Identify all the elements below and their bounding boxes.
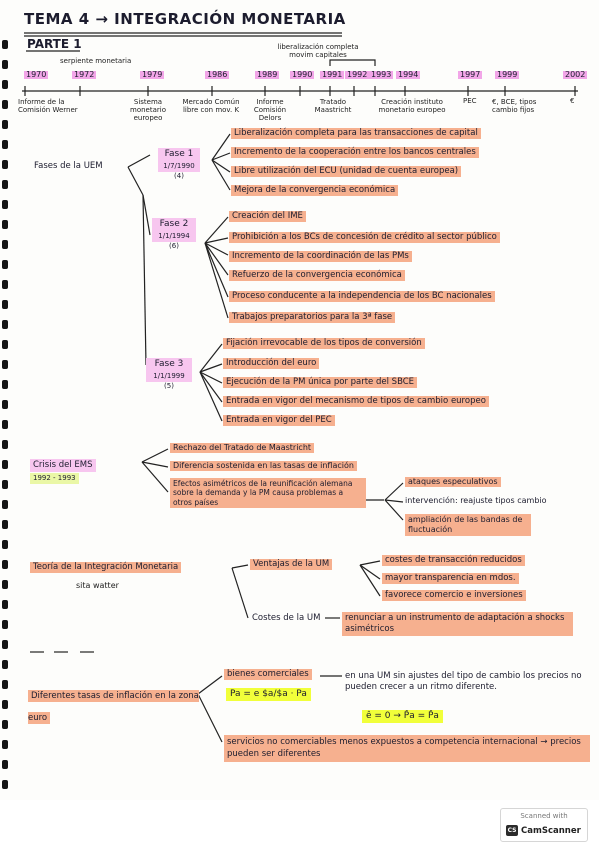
timeline-year: 1993 <box>369 70 394 79</box>
timeline-year: 1970 <box>24 70 49 79</box>
phase-item: Trabajos preparatorios para la 3ª fase <box>229 312 396 323</box>
crisis-effect: ampliación de las bandas de fluctuación <box>405 514 531 536</box>
timeline-year: 1989 <box>255 70 280 79</box>
theory-note: sita watter <box>76 581 119 590</box>
theory-costs-label: Costes de la UM <box>252 613 321 623</box>
phase-2: Fase 2 1/1/1994 (6) <box>152 218 196 251</box>
timeline-year: 1991 <box>320 70 345 79</box>
theory-label: Teoría de la Integración Monetaria <box>30 562 182 573</box>
timeline-year: 2002 <box>563 70 588 79</box>
inflation-tradable-text: en una UM sin ajustes del tipo de cambio… <box>345 671 582 693</box>
phase-item: Incremento de la cooperación entre los b… <box>231 147 479 158</box>
inflation-label-block: Diferentes tasas de inflación en la zona… <box>28 682 208 727</box>
timeline-above-label: liberalización completa movim capitales <box>277 43 359 59</box>
phase-item: Ejecución de la PM única por parte del S… <box>223 377 418 388</box>
timeline-event: €, BCE, tipos cambio fijos <box>492 98 537 115</box>
inflation-formula: Pa = e $a/$a · Pa <box>226 688 311 701</box>
phase-item: Fijación irrevocable de los tipos de con… <box>223 338 425 349</box>
timeline-event: Informe de la Comisión Werner <box>18 98 78 115</box>
phase-item: Entrada en vigor del PEC <box>223 415 335 426</box>
crisis-effect: ataques especulativos <box>405 477 501 487</box>
theory-advantage: mayor transparencia en mdos. <box>382 573 519 584</box>
phase-item: Refuerzo de la convergencia económica <box>229 270 405 281</box>
timeline-above-label: serpiente monetaria <box>60 57 132 65</box>
notebook-page: TEMA 4 → INTEGRACIÓN MONETARIA PARTE 1 s… <box>2 10 590 789</box>
phase-count: (5) <box>164 382 174 390</box>
phase-count: (4) <box>174 172 184 180</box>
timeline-year: 1999 <box>495 70 520 79</box>
timeline-event: € <box>570 97 575 105</box>
phase-item: Creación del IME <box>229 211 306 222</box>
theory-costs: renunciar a un instrumento de adaptación… <box>342 612 573 637</box>
phase-item: Mejora de la convergencia económica <box>231 185 399 196</box>
timeline-year: 1972 <box>72 70 97 79</box>
phase-item: Libre utilización del ECU (unidad de cue… <box>231 166 462 177</box>
phase-item: Liberalización completa para las transac… <box>231 128 481 139</box>
inflation-tradable-label: bienes comerciales <box>224 669 312 680</box>
timeline-event: Tratado Maastricht <box>314 98 352 115</box>
timeline-event: Creación instituto monetario europeo <box>378 98 446 115</box>
phase-date: 1/7/1990 <box>158 161 200 172</box>
phase-count: (6) <box>169 242 179 250</box>
theory-advantage: favorece comercio e inversiones <box>382 590 526 601</box>
crisis-item: Efectos asimétricos de la reunificación … <box>170 478 366 509</box>
camscanner-icon: CS <box>506 825 518 836</box>
badge-name: CamScanner <box>521 826 581 836</box>
timeline-event: PEC <box>463 97 477 105</box>
phase-item: Introducción del euro <box>223 358 320 369</box>
timeline-year: 1992 <box>345 70 370 79</box>
crisis-years: 1992 - 1993 <box>30 472 79 484</box>
crisis-label-block: Crisis del EMS 1992 - 1993 <box>30 452 96 484</box>
phase-item: Entrada en vigor del mecanismo de tipos … <box>223 396 489 407</box>
phase-1: Fase 1 1/7/1990 (4) <box>158 148 200 181</box>
phase-date: 1/1/1999 <box>146 371 192 382</box>
timeline-year: 1986 <box>205 70 230 79</box>
timeline-year: 1997 <box>458 70 483 79</box>
uem-label: Fases de la UEM <box>34 161 103 171</box>
timeline-year: 1994 <box>396 70 421 79</box>
phase-3: Fase 3 1/1/1999 (5) <box>146 358 192 391</box>
crisis-item: Rechazo del Tratado de Maastricht <box>170 443 315 453</box>
phase-name: Fase 3 <box>146 358 192 372</box>
inflation-formula-result: ê = 0 → P̂a = P̂a <box>362 710 443 723</box>
timeline-event: Informe Comisión Delors <box>253 98 287 123</box>
page-title: TEMA 4 → INTEGRACIÓN MONETARIA <box>24 10 346 28</box>
theory-advantage: costes de transacción reducidos <box>382 555 525 566</box>
timeline-year: 1979 <box>140 70 165 79</box>
phase-name: Fase 1 <box>158 148 200 162</box>
crisis-label: Crisis del EMS <box>30 459 96 473</box>
crisis-effect: intervención: reajuste tipos cambio <box>405 496 547 505</box>
badge-top-text: Scanned with <box>520 812 568 820</box>
phase-date: 1/1/1994 <box>152 231 196 242</box>
scanner-badge: Scanned with CS CamScanner <box>500 808 588 842</box>
timeline-event: Sistema monetario europeo <box>130 98 166 123</box>
inflation-nontradable: servicios no comerciables menos expuesto… <box>224 735 590 762</box>
crisis-item: Diferencia sostenida en las tasas de inf… <box>170 461 357 471</box>
inflation-label: Diferentes tasas de inflación en la zona… <box>28 690 199 725</box>
phase-name: Fase 2 <box>152 218 196 232</box>
phase-item: Proceso conducente a la independencia de… <box>229 291 495 302</box>
connector-lines <box>22 32 578 743</box>
timeline-year: 1990 <box>290 70 315 79</box>
phase-item: Incremento de la coordinación de las PMs <box>229 251 412 262</box>
phase-item: Prohibición a los BCs de concesión de cr… <box>229 232 500 243</box>
part-heading: PARTE 1 <box>27 37 82 51</box>
timeline-event: Mercado Común libre con mov. K <box>182 98 240 115</box>
theory-advantages-label: Ventajas de la UM <box>250 559 333 570</box>
